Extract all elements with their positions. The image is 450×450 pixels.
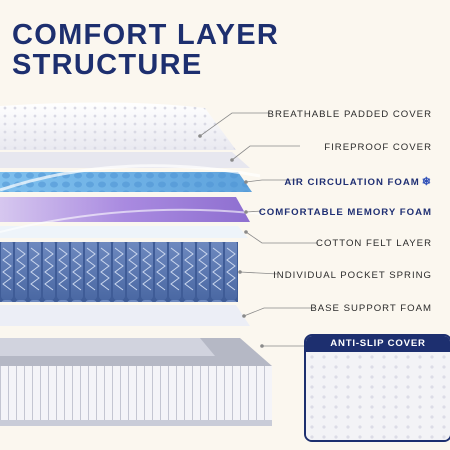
- page-title: COMFORT LAYER STRUCTURE: [12, 20, 279, 80]
- layer-fireproof-cover: [0, 152, 250, 168]
- layer-base-foam: [0, 305, 250, 326]
- label-cotton-felt: COTTON FELT LAYER: [316, 238, 432, 249]
- layer-cotton-felt: [0, 226, 248, 238]
- anti-slip-title: ANTI-SLIP COVER: [306, 336, 450, 352]
- label-air-foam-text: AIR CIRCULATION FOAM: [284, 177, 420, 188]
- snowflake-icon: ❄: [421, 176, 432, 188]
- label-air-foam: AIR CIRCULATION FOAM❄: [284, 175, 432, 188]
- label-memory-foam: COMFORTABLE MEMORY FOAM: [258, 207, 432, 218]
- mattress-base-side: [0, 366, 272, 424]
- anti-slip-callout: ANTI-SLIP COVER: [304, 334, 450, 442]
- title-line-1: COMFORT LAYER: [12, 19, 280, 51]
- label-pocket-springs: INDIVIDUAL POCKET SPRING: [273, 270, 432, 281]
- label-padded-cover: BREATHABLE PADDED COVER: [267, 109, 432, 120]
- title-line-2: STRUCTURE: [12, 49, 203, 81]
- layer-memory-foam: [0, 197, 250, 222]
- label-base-foam: BASE SUPPORT FOAM: [310, 303, 432, 314]
- label-fireproof-cover: FIREPROOF COVER: [324, 142, 432, 153]
- anti-slip-texture: [306, 352, 450, 440]
